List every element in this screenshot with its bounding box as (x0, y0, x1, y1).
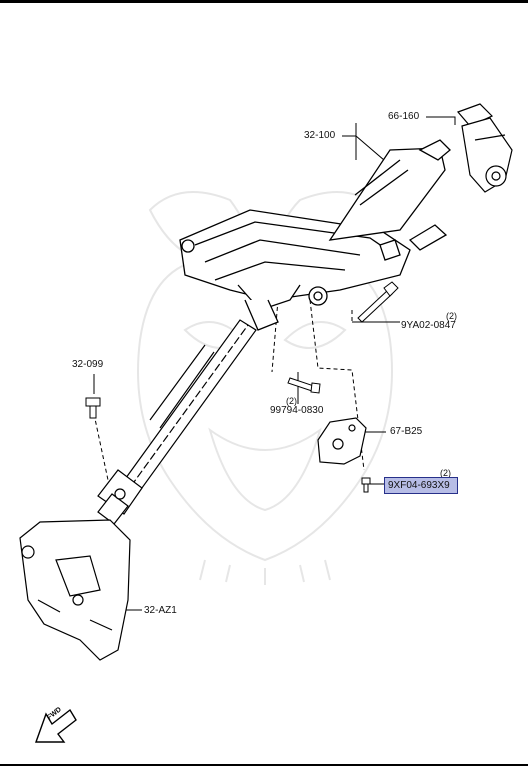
fwd-arrow-icon (35, 708, 77, 743)
callout-99794-0830: 99794-0830 (270, 405, 324, 416)
callout-66-160: 66-160 (388, 111, 420, 122)
leader-32-100 (355, 123, 385, 161)
qty-9XF04-693X9: (2) (440, 468, 451, 478)
highlighted-part-9XF04-693X9[interactable]: 9XF04-693X9 (384, 477, 458, 494)
qty-99794-0830: (2) (286, 396, 297, 406)
ignition-switch (456, 103, 513, 193)
bolt-9YA02-0847 (357, 281, 399, 323)
bracket-67-B25 (317, 417, 367, 465)
callout-9YA02-0847: 9YA02-0847 (401, 320, 456, 331)
callout-32-AZ1: 32-AZ1 (144, 605, 177, 616)
bolt-99794-0830 (287, 377, 321, 394)
callout-9XF04-693X9: 9XF04-693X9 (388, 480, 450, 491)
top-border (0, 0, 528, 3)
steering-column-body (179, 139, 451, 331)
dash-67-B25 (309, 299, 365, 471)
bolt-32-099 (85, 397, 101, 419)
lower-universal-joint (97, 469, 143, 525)
bottom-border (0, 764, 528, 766)
callout-67-B25: 67-B25 (390, 426, 423, 437)
bolt-9XF04-693X9 (361, 477, 371, 493)
leader-66-160 (426, 116, 456, 125)
dash-32-099 (93, 413, 109, 481)
callout-32-100: 32-100 (304, 130, 336, 141)
dash-99794 (271, 299, 279, 373)
qty-9YA02-0847: (2) (446, 311, 457, 321)
callout-32-099: 32-099 (72, 359, 104, 370)
cover-32-AZ1 (19, 519, 131, 661)
